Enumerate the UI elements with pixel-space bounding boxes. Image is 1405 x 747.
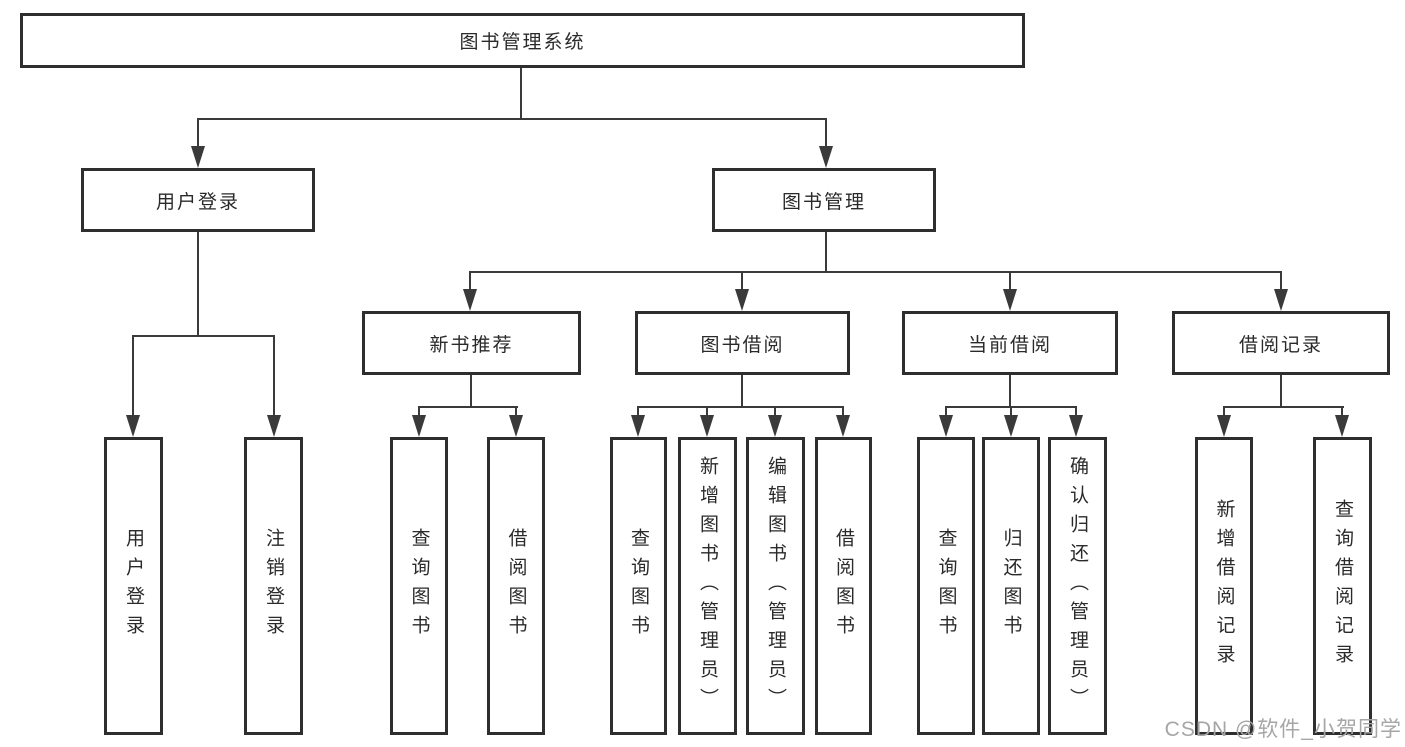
arrowhead-leaf — [700, 415, 714, 437]
connector-level1-rail — [198, 118, 827, 120]
node-label: 借阅图书 — [833, 528, 854, 644]
node-borrow-records: 借阅记录 — [1172, 311, 1390, 375]
connector-to-login-leaf — [132, 335, 134, 419]
connector-leaf — [1223, 406, 1225, 420]
connector-to-logout-leaf — [273, 335, 275, 419]
arrowhead-login-leaf — [126, 415, 140, 437]
node-new-book-recommend: 新书推荐 — [362, 311, 581, 375]
node-label: 编辑图书（管理员） — [765, 455, 786, 717]
node-label: 查询借阅记录 — [1332, 499, 1353, 673]
arrowhead-leaf — [1217, 415, 1231, 437]
node-label: 新书推荐 — [429, 334, 514, 356]
connector-leaf — [515, 406, 517, 420]
node-confirm-return-admin-leaf: 确认归还（管理员） — [1048, 437, 1107, 735]
arrowhead-book-borrow — [735, 289, 749, 311]
node-label: 查询图书 — [935, 528, 957, 644]
node-user-login-branch: 用户登录 — [81, 168, 315, 232]
connector-leaf — [842, 406, 844, 420]
connector-borrow-records-rail — [1224, 406, 1344, 408]
arrowhead-user-login — [191, 146, 205, 168]
node-query-books-leaf: 查询图书 — [610, 437, 667, 735]
node-label: 用户登录 — [123, 528, 144, 644]
node-label: 图书借阅 — [700, 334, 785, 356]
node-label: 归还图书 — [1000, 528, 1022, 644]
node-label: 用户登录 — [155, 191, 240, 213]
arrowhead-current-borrow — [1003, 289, 1017, 311]
arrowhead-leaf — [412, 415, 426, 437]
connector-to-book-borrow — [741, 271, 743, 292]
connector-new-books-stem — [470, 375, 472, 408]
node-label: 图书管理 — [781, 191, 866, 213]
connector-leaf — [1075, 406, 1077, 420]
node-borrow-books-leaf: 借阅图书 — [487, 437, 545, 735]
node-label: 新增图书（管理员） — [697, 455, 718, 717]
node-label: 查询图书 — [408, 528, 430, 644]
connector-leaf — [706, 406, 708, 420]
node-book-mgmt-branch: 图书管理 — [712, 168, 936, 232]
node-return-books-leaf: 归还图书 — [982, 437, 1040, 735]
node-edit-books-admin-leaf: 编辑图书（管理员） — [746, 437, 805, 735]
connector-book-mgmt-stem — [825, 232, 827, 273]
arrowhead-leaf — [1335, 415, 1349, 437]
node-label: 图书管理系统 — [459, 32, 586, 53]
node-query-books-leaf: 查询图书 — [390, 437, 448, 735]
node-user-login-leaf: 用户登录 — [104, 437, 163, 735]
connector-to-new-books — [469, 271, 471, 292]
connector-user-login-stem — [197, 232, 199, 337]
connector-leaf — [945, 406, 947, 420]
node-label: 注销登录 — [263, 528, 284, 644]
node-logout-leaf: 注销登录 — [244, 437, 303, 735]
connector-to-current-borrow — [1009, 271, 1011, 292]
connector-leaf — [1010, 406, 1012, 420]
connector-leaf — [1341, 406, 1343, 420]
csdn-watermark: CSDN @软件_小贺同学 — [1164, 718, 1402, 741]
arrowhead-logout-leaf — [267, 415, 281, 437]
arrowhead-new-books — [463, 289, 477, 311]
connector-current-borrow-stem — [1009, 375, 1011, 408]
node-label: 借阅记录 — [1238, 334, 1323, 356]
connector-book-borrow-rail — [638, 406, 844, 408]
arrowhead-leaf — [1004, 415, 1018, 437]
arrowhead-leaf — [509, 415, 523, 437]
connector-to-book-mgmt — [825, 118, 827, 152]
arrowhead-book-mgmt — [819, 146, 833, 168]
node-current-borrow: 当前借阅 — [902, 311, 1118, 375]
connector-root-stem — [520, 68, 522, 120]
arrowhead-leaf — [939, 415, 953, 437]
node-label: 确认归还（管理员） — [1067, 455, 1088, 717]
arrowhead-leaf — [768, 415, 782, 437]
connector-to-borrow-records — [1280, 271, 1282, 292]
node-add-books-admin-leaf: 新增图书（管理员） — [678, 437, 737, 735]
connector-borrow-records-stem — [1280, 375, 1282, 408]
node-add-borrow-record-leaf: 新增借阅记录 — [1195, 437, 1253, 735]
connector-leaf — [637, 406, 639, 420]
arrowhead-leaf — [631, 415, 645, 437]
arrowhead-borrow-records — [1274, 289, 1288, 311]
node-query-books-leaf: 查询图书 — [917, 437, 975, 735]
node-query-borrow-record-leaf: 查询借阅记录 — [1313, 437, 1372, 735]
arrowhead-leaf — [1069, 415, 1083, 437]
node-label: 查询图书 — [628, 528, 649, 644]
node-borrow-books-leaf: 借阅图书 — [815, 437, 872, 735]
connector-leaf — [418, 406, 420, 420]
connector-user-login-rail — [133, 335, 275, 337]
node-label: 借阅图书 — [505, 528, 527, 644]
connector-new-books-rail — [419, 406, 518, 408]
connector-to-user-login — [197, 118, 199, 152]
connector-level2-rail — [470, 271, 1282, 273]
arrowhead-leaf — [836, 415, 850, 437]
node-root-system: 图书管理系统 — [20, 13, 1025, 68]
connector-leaf — [774, 406, 776, 420]
node-label: 当前借阅 — [967, 334, 1052, 356]
node-label: 新增借阅记录 — [1213, 499, 1235, 673]
connector-book-borrow-stem — [741, 375, 743, 408]
node-book-borrow: 图书借阅 — [635, 311, 850, 375]
